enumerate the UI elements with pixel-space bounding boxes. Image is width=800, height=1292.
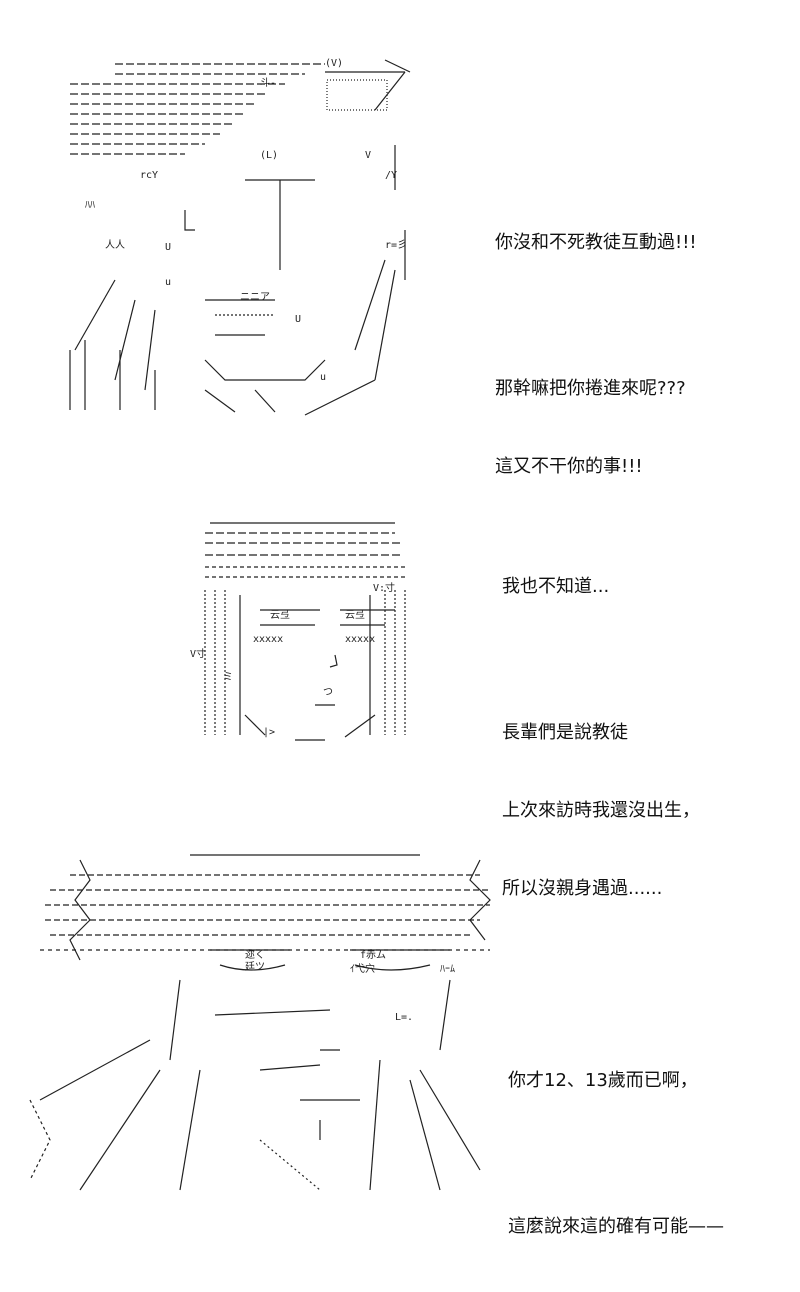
ascii-glyph: ﾊｰﾑ: [440, 964, 455, 975]
ascii-glyph: 廷ツ: [245, 961, 265, 973]
dialogue-gap: [502, 652, 700, 668]
ascii-glyph: 云弖: [345, 609, 365, 621]
dialogue-text-2: 我也不知道... 長輩們是說教徒 上次來訪時我還沒出生， 所以沒親身遇過....…: [502, 522, 700, 954]
ascii-glyph: U: [295, 314, 301, 325]
ascii-art-face-3: 迩く 廷ツ f赤ム ｲ弋穴 L=. ﾊｰﾑ: [20, 840, 510, 1195]
ascii-glyph: V: [365, 150, 371, 161]
dialogue-text-1: 你沒和不死教徒互動過!!! 那幹嘛把你捲進來呢??? 這又不干你的事!!!: [495, 178, 697, 532]
ascii-glyph: r=彡: [385, 240, 407, 251]
ascii-art-face-2: 云弖 云弖 xxxxx xxxxx V寸 V:寸 ミ つ |>: [185, 515, 425, 745]
dialogue-line: 你才12、13歲而已啊，: [508, 1070, 698, 1091]
ascii-glyph: U: [165, 242, 171, 253]
dialogue-gap: [508, 1146, 724, 1162]
ascii-glyph: V寸: [190, 647, 206, 660]
ascii-glyph: xxxxx: [253, 634, 283, 645]
ascii-glyph: ニニア: [240, 292, 270, 303]
ascii-glyph: L=.: [395, 1012, 413, 1023]
panel-2: 云弖 云弖 xxxxx xxxxx V寸 V:寸 ミ つ |> 我也不知道...…: [0, 500, 800, 899]
ascii-glyph: 迩く: [245, 948, 265, 961]
ascii-glyph: ｲ弋穴: [350, 962, 375, 975]
dialogue-line: 那幹嘛把你捲進來呢???: [495, 378, 686, 399]
ascii-glyph: |>: [263, 727, 275, 738]
dialogue-line: 你沒和不死教徒互動過!!!: [495, 232, 697, 253]
dialogue-line: 這麼說來這的確有可能——: [508, 1216, 724, 1237]
panel-1: (V) 斗- (L) rcY V ﾊﾊ 人人 U u ニニア U u r=彡 /…: [0, 0, 800, 477]
dialogue-text-3: 你才12、13歲而已啊， 這麼說來這的確有可能——: [508, 1016, 724, 1292]
ascii-glyph: 云弖: [270, 609, 290, 621]
ascii-glyph: ミ: [223, 672, 233, 683]
dialogue-line: 上次來訪時我還沒出生，: [502, 800, 700, 821]
ascii-glyph: f赤ム: [360, 949, 386, 961]
ascii-glyph: 斗-: [260, 77, 276, 89]
ascii-glyph: つ: [323, 687, 333, 698]
ascii-glyph: (L): [260, 150, 278, 161]
ascii-glyph: u: [320, 372, 326, 383]
ascii-glyph: xxxxx: [345, 634, 375, 645]
dialogue-line: 我也不知道...: [502, 576, 610, 597]
ascii-glyph: /Y: [385, 170, 397, 181]
ascii-art-face-1: (V) 斗- (L) rcY V ﾊﾊ 人人 U u ニニア U u r=彡 /…: [55, 50, 435, 430]
dialogue-line: 長輩們是說教徒: [502, 722, 628, 743]
dialogue-line: 所以沒親身遇過......: [502, 878, 663, 899]
ascii-glyph: ﾊﾊ: [85, 200, 95, 211]
ascii-glyph: 人人: [105, 239, 125, 251]
dialogue-line: 這又不干你的事!!!: [495, 456, 643, 477]
ascii-glyph: u: [165, 277, 171, 288]
panel-3: 迩く 廷ツ f赤ム ｲ弋穴 L=. ﾊｰﾑ 你才12、13歲而已啊， 這麼說來這…: [0, 830, 800, 1237]
ascii-glyph: rcY: [140, 170, 158, 181]
dialogue-gap: [495, 308, 697, 324]
ascii-glyph: (V): [325, 58, 343, 69]
ascii-glyph: V:寸: [373, 581, 395, 594]
